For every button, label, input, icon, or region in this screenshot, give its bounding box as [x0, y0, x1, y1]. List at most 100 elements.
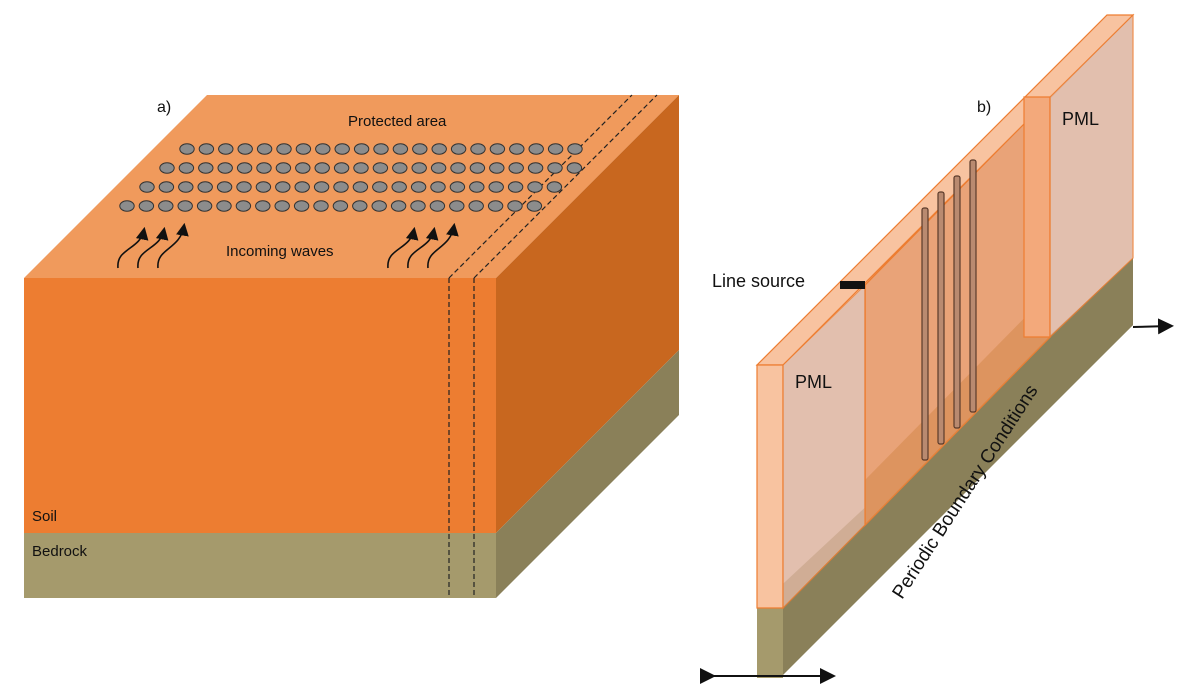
barrier-hole [295, 143, 312, 155]
barrier-hole [178, 162, 195, 174]
barrier-rod [969, 159, 977, 413]
pml-right-label: PML [1062, 109, 1099, 129]
barrier-hole [314, 162, 330, 174]
barrier-hole [216, 181, 233, 193]
barrier-hole [429, 200, 446, 212]
barrier-hole [159, 162, 175, 174]
barrier-hole [294, 181, 310, 193]
barrier-hole [390, 200, 407, 212]
barrier-hole [450, 162, 466, 174]
barrier-hole [391, 181, 407, 193]
barrier-hole [509, 143, 525, 155]
barrier-hole [528, 143, 544, 155]
barrier-hole [293, 200, 310, 212]
pml-left-region [782, 283, 866, 610]
barrier-hole [371, 200, 387, 212]
incoming-waves-label: Incoming waves [226, 243, 334, 260]
barrier-hole [449, 200, 465, 212]
barrier-hole [333, 181, 349, 193]
barrier-hole [392, 143, 409, 155]
barrier-hole [410, 200, 426, 212]
barrier-hole [469, 181, 485, 193]
barrier-hole [236, 181, 252, 193]
barrier-hole [373, 143, 389, 155]
barrier-hole [315, 143, 331, 155]
barrier-hole [217, 162, 233, 174]
barrier-rods [921, 159, 977, 461]
barrier-hole [237, 143, 253, 155]
barrier-hole [256, 143, 273, 155]
barrier-hole [177, 200, 193, 212]
barrier-hole [216, 200, 232, 212]
barrier-hole [353, 143, 370, 155]
barrier-hole [352, 181, 369, 193]
barrier-hole [507, 181, 524, 193]
barrier-hole [469, 162, 486, 174]
barrier-hole [507, 200, 523, 212]
line-source-marker [840, 281, 865, 289]
barrier-rod [921, 207, 929, 461]
barrier-hole [392, 162, 408, 174]
barrier-hole [256, 162, 272, 174]
barrier-hole [198, 143, 215, 155]
barrier-hole [313, 181, 330, 193]
barrier-hole [411, 162, 427, 174]
bedrock-label: Bedrock [32, 543, 88, 560]
line-source-label: Line source [712, 271, 805, 291]
periodic-arrows [700, 318, 1174, 684]
barrier-hole [275, 181, 291, 193]
pml-left-front [756, 364, 784, 609]
barrier-rod [937, 191, 945, 445]
barrier-hole [295, 162, 311, 174]
barrier-hole [566, 162, 583, 174]
incoming-wave-arrows [117, 222, 459, 269]
barrier-hole [158, 181, 175, 193]
barrier-hole [218, 143, 234, 155]
barrier-hole [527, 162, 544, 174]
panel-b-domain: b) PML PML Line source Periodic Boundary… [700, 13, 1174, 684]
barrier-hole [372, 181, 388, 193]
barrier-hole [372, 162, 389, 174]
barrier-hole [274, 200, 290, 212]
barrier-hole [158, 200, 174, 212]
panel-a-block: a) Protected area Incoming waves Soil Be… [24, 94, 679, 598]
barrier-hole [527, 181, 543, 193]
barrier-hole [489, 162, 505, 174]
bedrock-side-face [496, 350, 679, 598]
barrier-hole [198, 162, 214, 174]
barrier-hole [197, 181, 213, 193]
barrier-hole [468, 200, 484, 212]
barrier-hole [449, 181, 466, 193]
barrier-hole [332, 200, 349, 212]
pml-left-label: PML [795, 372, 832, 392]
bedrock-front-face [24, 533, 496, 598]
panel-a-label: a) [157, 99, 171, 116]
barrier-hole [412, 143, 428, 155]
barrier-hole [430, 181, 446, 193]
barrier-hole [276, 143, 292, 155]
panel-b-label: b) [977, 99, 991, 116]
barrier-hole [488, 181, 504, 193]
barrier-hole [430, 162, 447, 174]
barrier-hole [334, 143, 350, 155]
barrier-hole [489, 143, 506, 155]
barrier-hole [138, 200, 155, 212]
barrier-hole [275, 162, 292, 174]
barrier-hole [410, 181, 427, 193]
barrier-hole [546, 181, 563, 193]
barrier-hole [196, 200, 213, 212]
barrier-hole [179, 143, 195, 155]
barrier-hole [547, 143, 564, 155]
barrier-hole [255, 200, 271, 212]
barrier-hole-array [119, 143, 583, 212]
barrier-hole [255, 181, 272, 193]
barrier-hole [313, 200, 329, 212]
barrier-hole [353, 162, 369, 174]
protected-area-label: Protected area [348, 113, 447, 130]
soil-label: Soil [32, 508, 57, 525]
soil-side-face [496, 95, 679, 533]
barrier-hole [487, 200, 504, 212]
barrier-rod [953, 175, 961, 429]
barrier-hole [470, 143, 486, 155]
